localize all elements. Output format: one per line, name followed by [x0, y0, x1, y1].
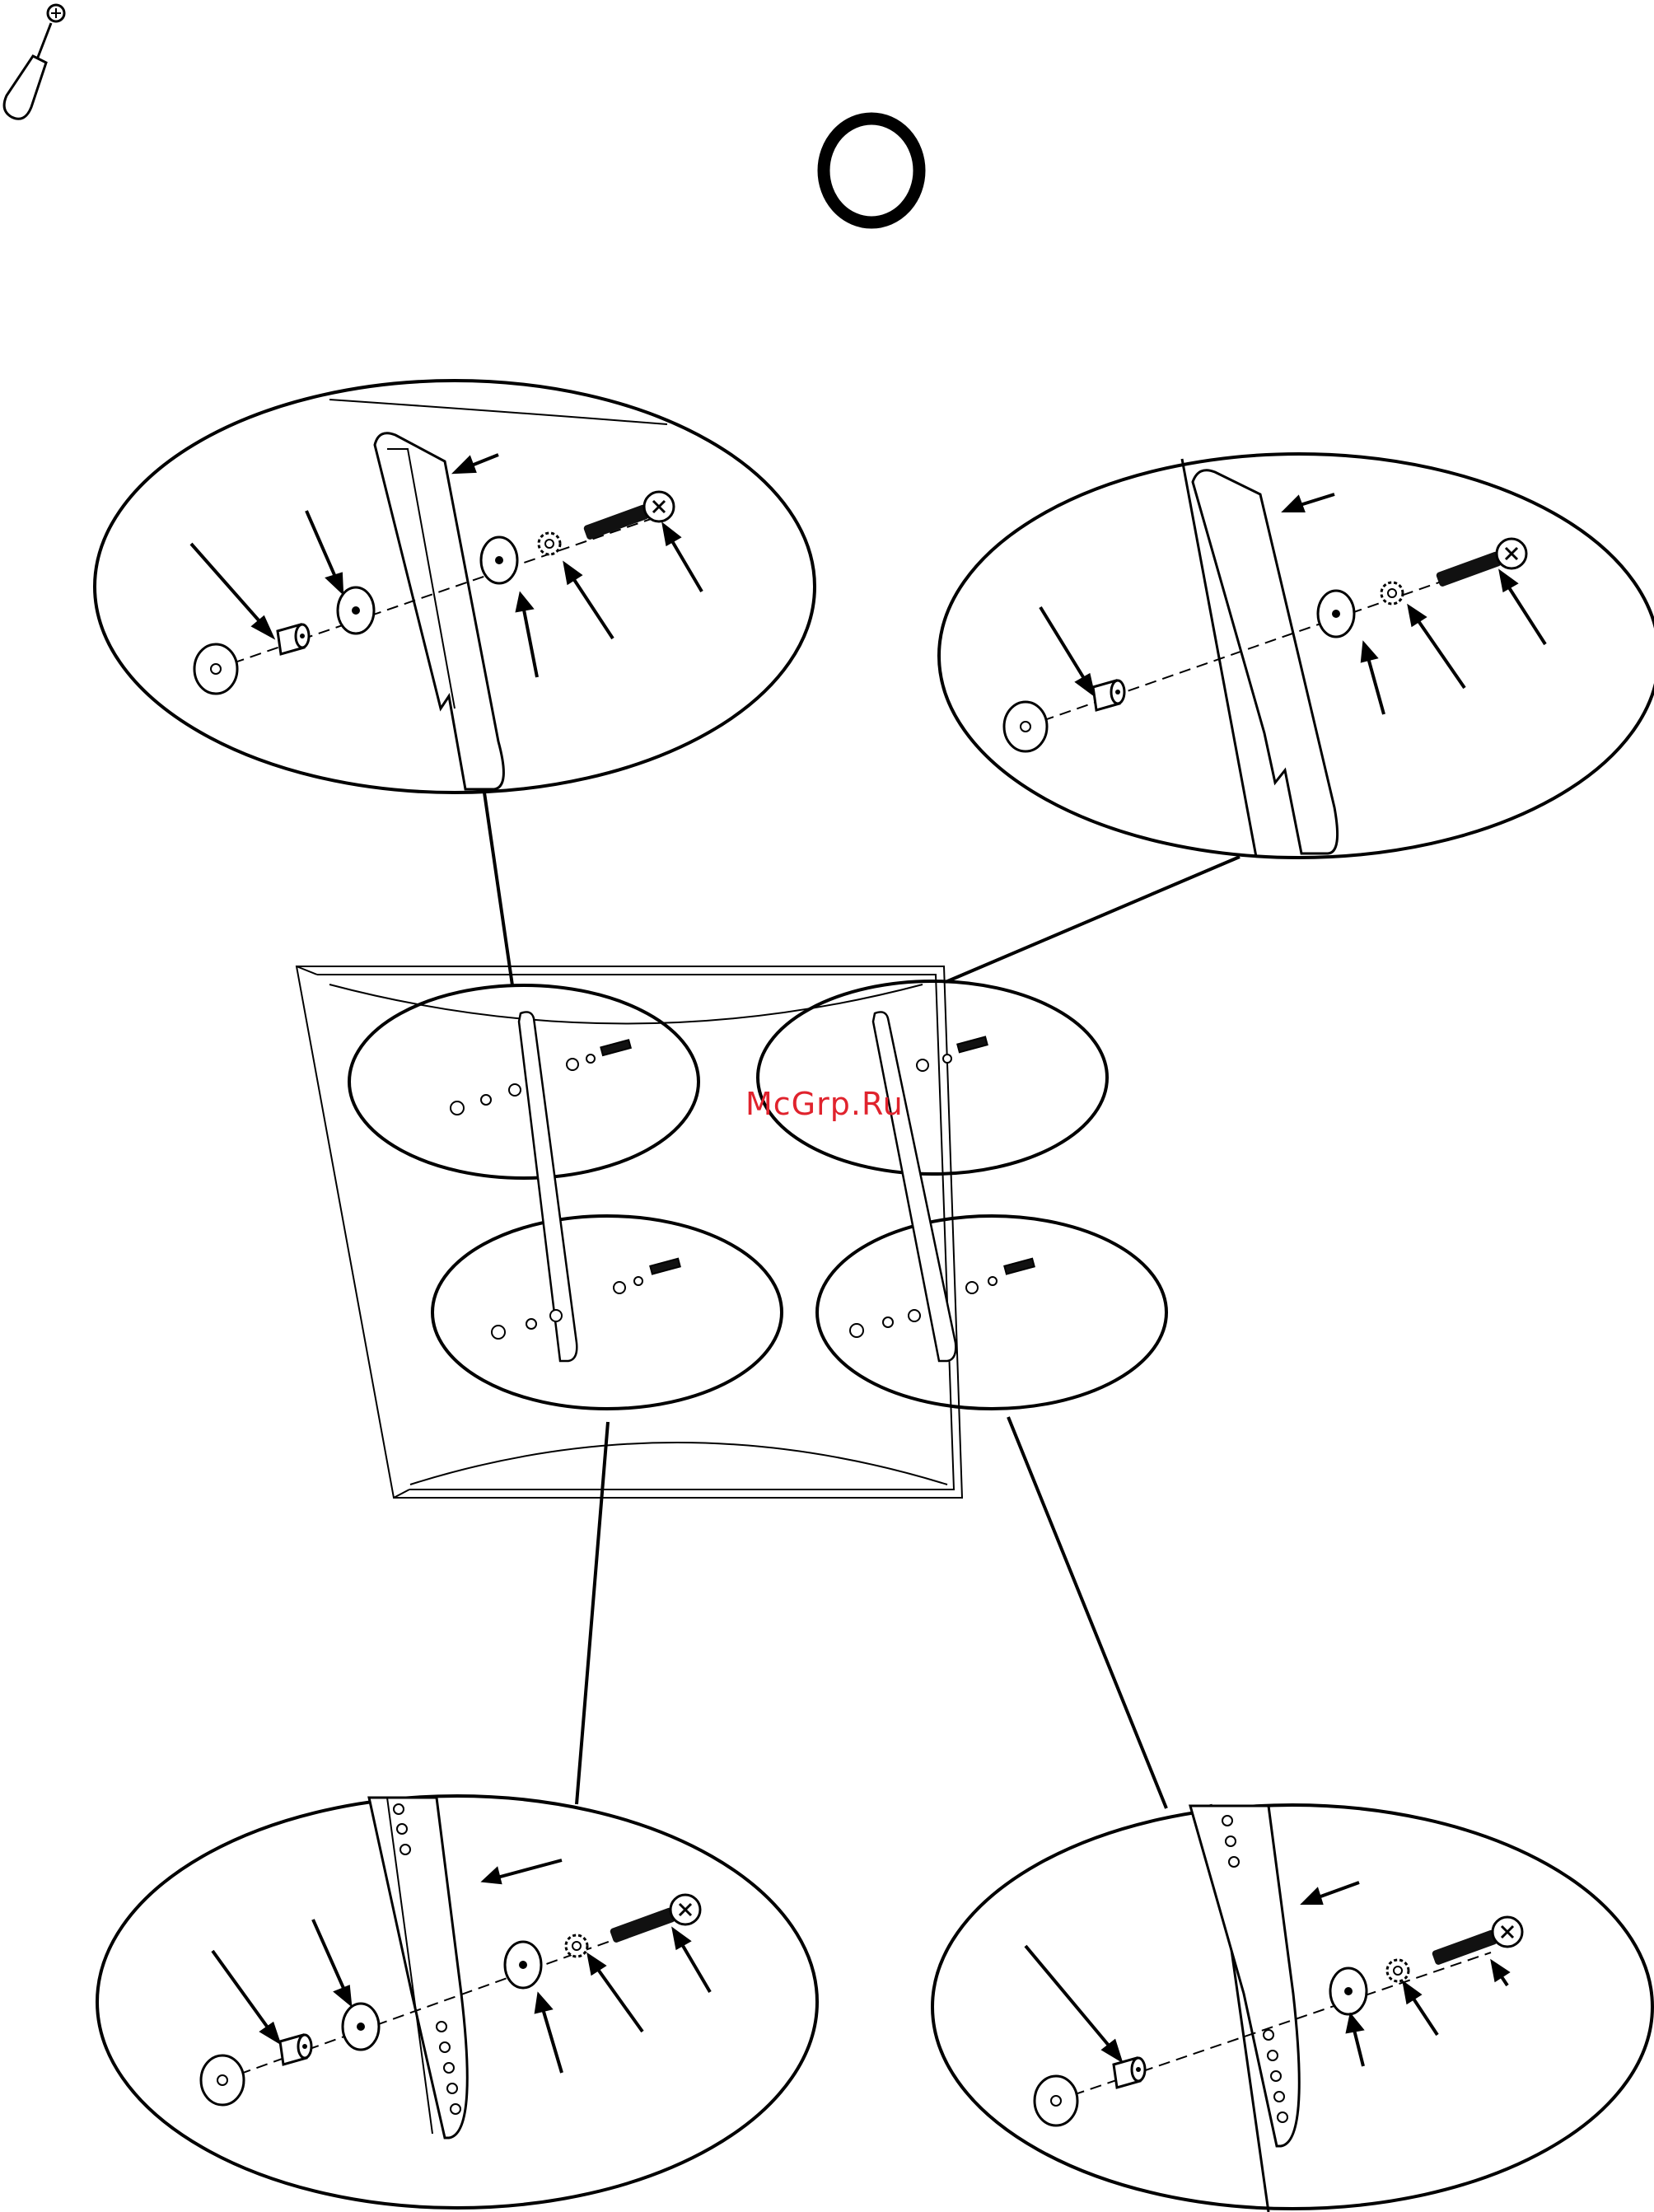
watermark: McGrp.Ru [745, 1086, 904, 1122]
leader-lines [484, 793, 1240, 1808]
callout-top-right [939, 454, 1654, 858]
callout-top-left [95, 381, 815, 793]
step-marker-icon [824, 119, 919, 222]
screwdriver-icon [4, 5, 64, 119]
center-brackets [519, 1012, 955, 1361]
callout-bottom-left [97, 1796, 817, 2208]
center-callouts [349, 981, 1166, 1409]
callout-bottom-right [932, 1804, 1652, 2212]
